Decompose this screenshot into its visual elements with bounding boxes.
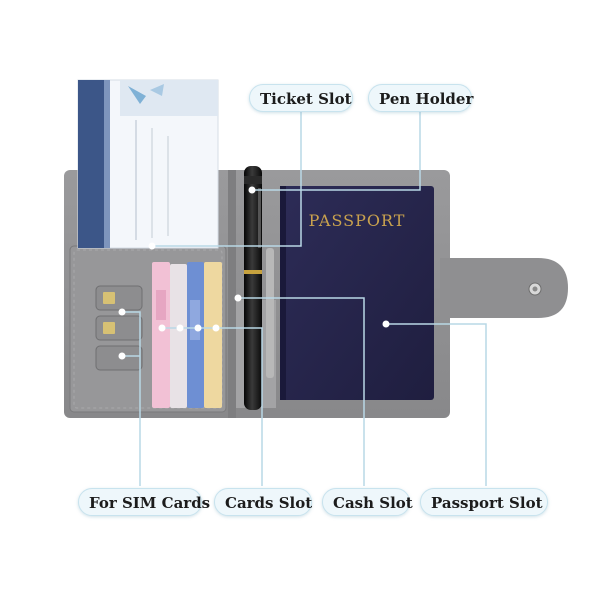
callout-lines (122, 112, 487, 486)
pen (244, 166, 274, 410)
callout-dots (118, 186, 390, 360)
ticket (77, 79, 219, 249)
label-sim-cards: For SIM Cards (78, 488, 210, 516)
label-ticket-slot: Ticket Slot (249, 84, 353, 112)
label-pen-holder: Pen Holder (368, 84, 473, 112)
card-stack (152, 262, 222, 408)
passport-title: PASSPORT (309, 211, 406, 230)
snap-tab (440, 258, 568, 318)
label-cards-slot: Cards Slot (214, 488, 312, 516)
passport: PASSPORT (280, 186, 434, 400)
sim-card-slots (95, 285, 143, 371)
label-passport-slot: Passport Slot (420, 488, 548, 516)
label-cash-slot: Cash Slot (322, 488, 413, 516)
